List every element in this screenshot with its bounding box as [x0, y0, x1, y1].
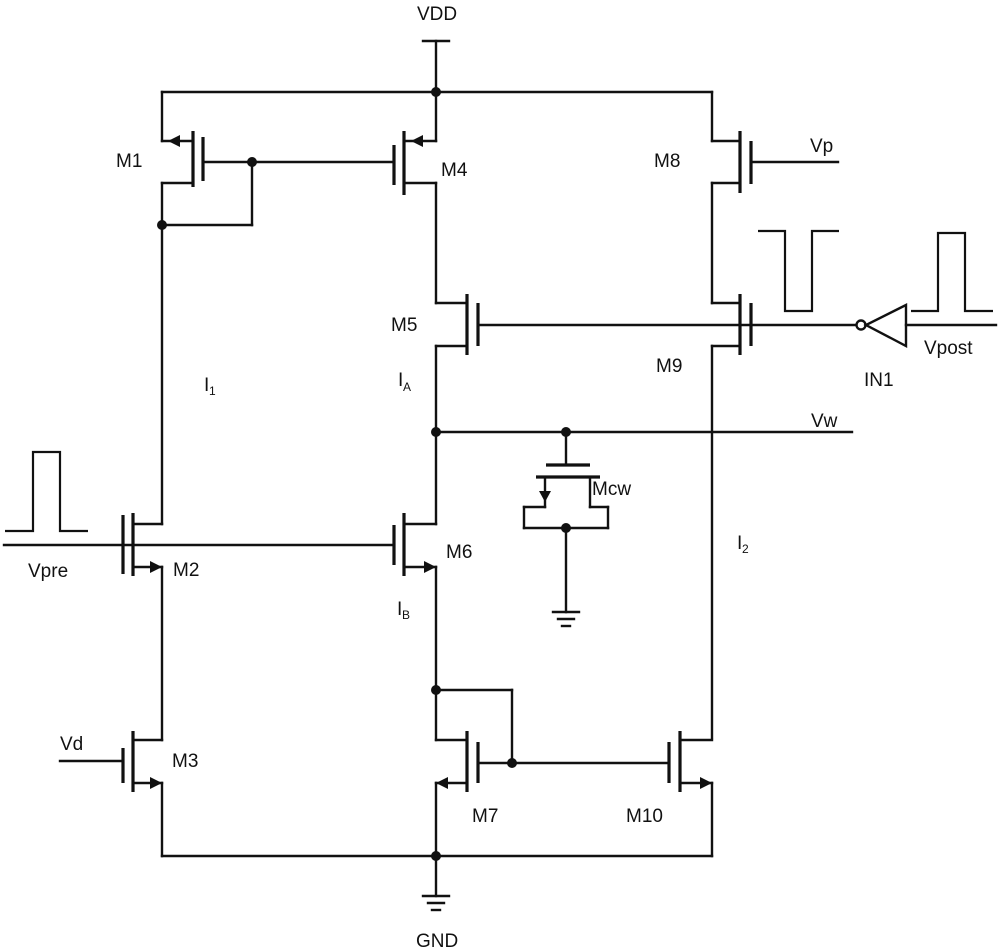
m5-label: M5 [391, 315, 417, 336]
mcw-ground-symbol [551, 610, 581, 628]
vw-label: Vw [811, 411, 838, 432]
m10-label: M10 [626, 806, 663, 827]
vpost-pulse-waveform [911, 231, 993, 313]
current-i1-label: I 1 [204, 375, 216, 398]
current-i1-main: I [204, 375, 209, 396]
m1-label: M1 [116, 151, 142, 172]
m9-label: M9 [656, 356, 682, 377]
transistor-mcw [522, 430, 610, 614]
in1-label: IN1 [864, 370, 894, 391]
transistor-m4 [247, 90, 438, 305]
transistor-m6 [392, 430, 438, 692]
vw-node [431, 427, 854, 437]
current-i2-label: I 2 [737, 533, 749, 556]
m6-label: M6 [446, 542, 472, 563]
current-ia-sub: A [403, 380, 411, 394]
vdd-label: VDD [417, 4, 457, 25]
mcw-label: Mcw [592, 479, 631, 500]
current-i1-sub: 1 [209, 384, 216, 398]
m7-label: M7 [472, 806, 498, 827]
transistor-m9 [710, 294, 753, 740]
vpre-label: Vpre [28, 561, 68, 582]
current-ia-label: I A [398, 370, 411, 394]
vpost-label: Vpost [924, 338, 973, 359]
vp-label: Vp [810, 136, 833, 157]
transistor-m7 [431, 685, 514, 858]
gnd-label: GND [416, 931, 458, 949]
ground-symbol [421, 894, 451, 912]
vdd-rail [160, 39, 714, 97]
m3-label: M3 [172, 751, 198, 772]
transistor-m5 [434, 294, 480, 434]
m2-label: M2 [173, 560, 199, 581]
m4-label: M4 [441, 160, 468, 181]
vd-label: Vd [60, 734, 83, 755]
current-ia-main: I [398, 370, 403, 391]
current-ib-main: I [397, 599, 402, 620]
transistor-m3 [58, 731, 164, 858]
m9-gate-pulse-waveform [758, 229, 839, 313]
current-i2-main: I [737, 533, 742, 554]
current-i2-sub: 2 [742, 542, 749, 556]
current-ib-label: I B [397, 599, 410, 622]
m8-label: M8 [654, 151, 680, 172]
transistor-m2 [121, 223, 164, 742]
inverter-in1 [855, 303, 998, 348]
current-ib-sub: B [402, 608, 410, 622]
transistor-m1 [157, 90, 254, 230]
vpre-pulse-waveform [5, 450, 88, 533]
transistor-m8 [710, 90, 840, 305]
transistor-m10 [476, 731, 714, 858]
gnd-rail [160, 851, 714, 898]
